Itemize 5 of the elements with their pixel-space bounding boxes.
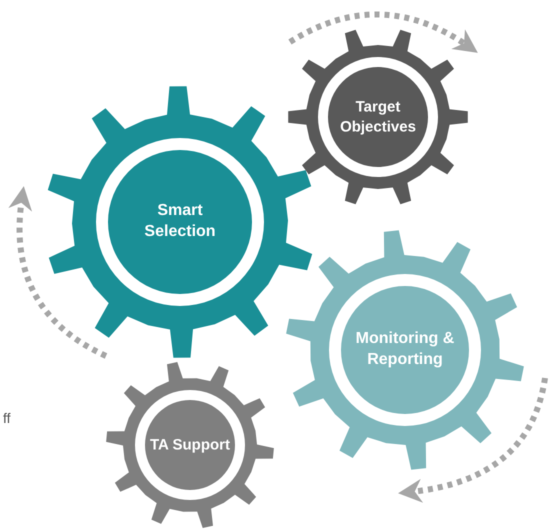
gear-label: Target Objectives (339, 98, 417, 136)
gear-label: Monitoring & Reporting (354, 329, 456, 370)
gear-label: Smart Selection (143, 201, 217, 242)
gear-label: TA Support (150, 435, 230, 455)
cut-off-text: ff (3, 410, 11, 426)
